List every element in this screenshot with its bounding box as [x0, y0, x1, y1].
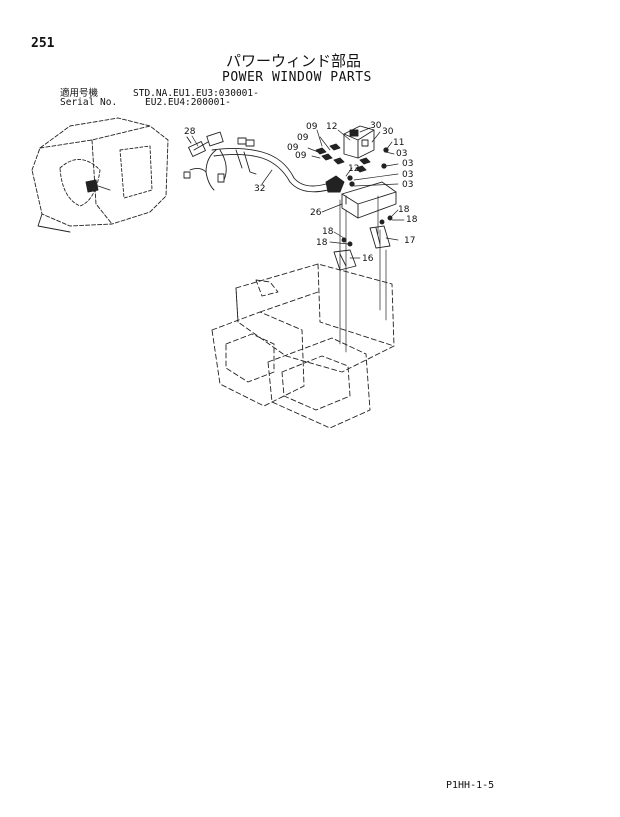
callout-30: 30: [370, 121, 382, 131]
floor-frame: [211, 263, 395, 429]
footer-code: P1HH-1-5: [446, 780, 495, 791]
guide-lines: [339, 195, 387, 353]
callout-18: 18: [406, 215, 418, 225]
callout-32: 32: [254, 184, 265, 194]
bracket-17: [369, 215, 393, 249]
callout-28: 28: [184, 127, 196, 137]
callout-11: 11: [393, 138, 404, 148]
callout-30: 30: [382, 127, 394, 137]
leader-lines: [191, 127, 405, 259]
serial-label-japanese: 適用号機: [60, 88, 99, 99]
callout-12: 12: [348, 164, 359, 174]
part-28: [186, 136, 206, 157]
callout-03: 03: [402, 159, 413, 169]
page-title-japanese: パワーウィンド部品: [226, 52, 362, 70]
serial-range-2: EU2.EU4:200001-: [145, 97, 231, 108]
page-number: 251: [31, 36, 55, 51]
callout-18: 18: [398, 205, 410, 215]
callout-16: 16: [362, 254, 374, 264]
callout-17: 17: [404, 236, 415, 246]
control-box-26: [341, 181, 397, 219]
callout-09: 09: [287, 143, 299, 153]
callout-26: 26: [310, 208, 322, 218]
callout-18: 18: [322, 227, 334, 237]
callout-03: 03: [402, 180, 413, 190]
callout-09: 09: [295, 151, 307, 161]
callout-03: 03: [402, 170, 413, 180]
callout-18: 18: [316, 238, 328, 248]
callout-09: 09: [297, 133, 309, 143]
callout-12: 12: [326, 122, 337, 132]
page-title: POWER WINDOW PARTS: [222, 70, 372, 85]
cab-outline: [31, 117, 169, 233]
serial-label: Serial No.: [60, 97, 118, 108]
serial-range-1: STD.NA.EU1.EU3:030001-: [133, 88, 259, 99]
callout-labels: 28 32 09 09 09 09 12 12 30 30 11 03 03 0…: [184, 121, 418, 264]
callout-09: 09: [306, 122, 318, 132]
callout-03: 03: [396, 149, 407, 159]
harness-32: [183, 131, 345, 193]
